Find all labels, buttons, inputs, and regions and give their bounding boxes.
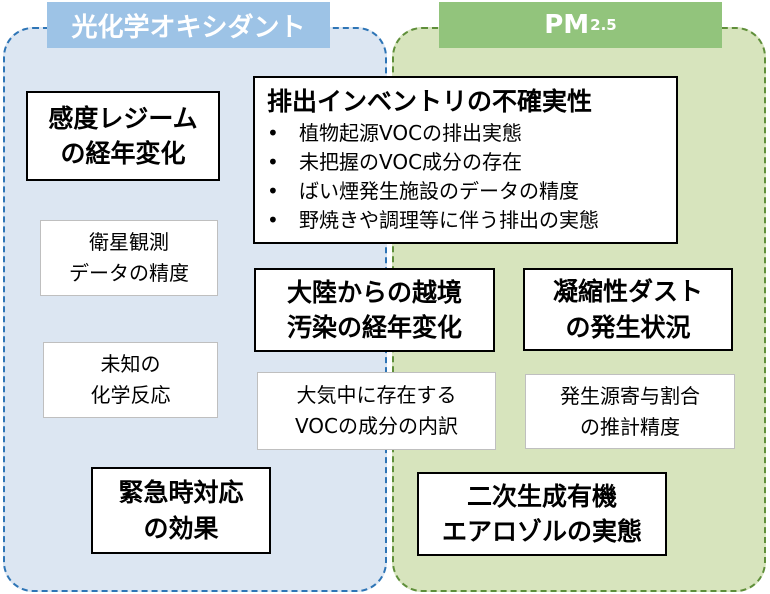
source-contribution-line-2: の推計精度	[580, 414, 680, 439]
bullet-marker: •	[267, 178, 279, 203]
pm25-title-main: PM	[544, 10, 590, 40]
condensable-dust-line-1: 凝縮性ダスト	[552, 277, 703, 306]
bullet-marker: •	[267, 120, 279, 145]
satellite-line-2: データの精度	[69, 261, 189, 285]
photochemical-oxidant-title-text: 光化学オキシダント	[71, 12, 306, 43]
emergency-line-2: の効果	[143, 513, 219, 543]
unknown-chemistry-box: 未知の 化学反応	[43, 342, 218, 418]
soa-line-1: 二次生成有機	[466, 481, 617, 511]
voc-breakdown-line-2: VOCの成分の内訳	[294, 414, 459, 438]
regime-trend-line-1: 感度レジーム	[48, 103, 198, 133]
inventory-uncertainty-box: 排出インベントリの不確実性 •植物起源VOCの排出実態 •未把握のVOC成分の存…	[253, 76, 678, 244]
photochemical-oxidant-title: 光化学オキシダント	[47, 2, 330, 48]
regime-trend-box: 感度レジーム の経年変化	[26, 91, 220, 181]
pm25-title-subscript: 2.5	[590, 16, 617, 34]
bullet-marker: •	[267, 149, 279, 174]
satellite-box: 衛星観測 データの精度	[40, 220, 218, 296]
bullet-marker: •	[267, 207, 279, 232]
soa-box: 二次生成有機 エアロゾルの実態	[417, 472, 667, 556]
satellite-line-1: 衛星観測	[89, 230, 169, 254]
voc-breakdown-line-1: 大気中に存在する	[296, 383, 457, 407]
unknown-chemistry-line-2: 化学反応	[90, 383, 171, 407]
source-contribution-line-1: 発生源寄与割合	[560, 383, 700, 408]
emergency-line-1: 緊急時対応	[118, 478, 244, 507]
soa-line-2: エアロゾルの実態	[441, 517, 642, 546]
transboundary-box: 大陸からの越境 汚染の経年変化	[254, 268, 495, 352]
emergency-box: 緊急時対応 の効果	[91, 467, 271, 554]
voc-breakdown-box: 大気中に存在する VOCの成分の内訳	[257, 372, 496, 450]
regime-trend-line-2: の経年変化	[60, 139, 186, 168]
inventory-item: •ばい煙発生施設のデータの精度	[267, 177, 676, 206]
transboundary-line-1: 大陸からの越境	[286, 277, 462, 307]
transboundary-line-2: 汚染の経年変化	[286, 313, 462, 342]
condensable-dust-box: 凝縮性ダスト の発生状況	[523, 268, 733, 351]
source-contribution-box: 発生源寄与割合 の推計精度	[525, 374, 735, 449]
unknown-chemistry-line-1: 未知の	[100, 352, 161, 376]
inventory-item: •野焼きや調理等に伴う排出の実態	[267, 206, 676, 235]
inventory-item: •植物起源VOCの排出実態	[267, 119, 676, 148]
inventory-item: •未把握のVOC成分の存在	[267, 148, 676, 177]
inventory-title: 排出インベントリの不確実性	[267, 87, 593, 116]
inventory-list: •植物起源VOCの排出実態 •未把握のVOC成分の存在 •ばい煙発生施設のデータ…	[267, 119, 676, 235]
condensable-dust-line-2: の発生状況	[565, 312, 691, 342]
